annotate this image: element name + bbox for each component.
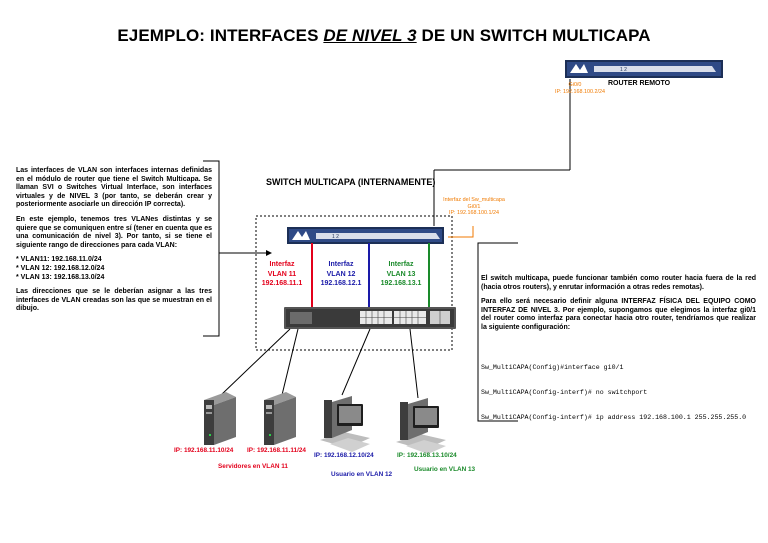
switch-iface-ip: IP: 192.168.100.1/24: [448, 210, 500, 216]
left-list-vlan11: * VLAN11: 192.168.11.0/24: [16, 256, 102, 264]
switch-boundary: [255, 215, 453, 351]
host-ip-1: IP: 192.168.11.10/24: [174, 447, 234, 454]
config-command-3: Sw_MultiCAPA(Config-interf)# ip address …: [481, 414, 747, 422]
pointer-arrow: [266, 250, 272, 256]
host-ip-2: IP: 192.168.11.11/24: [247, 447, 306, 454]
server-icon-2: [264, 392, 296, 445]
switch-iface-line1: Interfaz del Sw_multicapa: [443, 197, 505, 203]
vlan12-iface-l1: Interfaz: [328, 261, 354, 268]
switch-label: SWITCH MULTICAPA (INTERNAMENTE): [266, 177, 436, 187]
workstation-icon-1: [320, 396, 370, 452]
vlan12-iface-label: Interfaz VLAN 12 192.168.12.1: [316, 260, 366, 289]
vlan13-iface-ip: 192.168.13.1: [380, 280, 422, 287]
gi-pointer: [448, 226, 474, 238]
vlan11-iface-l2: VLAN 11: [267, 270, 297, 278]
vlan11-iface-label: Interfaz VLAN 11 192.168.11.1: [257, 260, 307, 289]
server-icon-1: [204, 392, 236, 445]
config-command-1: Sw_MultiCAPA(Config)#interface gi0/1: [481, 363, 624, 371]
router-ip-label: IP: 192.168.100.2/24: [554, 89, 606, 95]
workstation-icon-2: [396, 398, 446, 454]
vlan12-iface-ip: 192.168.12.1: [320, 280, 362, 287]
left-explanation: Las interfaces de VLAN son interfaces in…: [16, 167, 212, 320]
left-list-vlan12: * VLAN 12: 192.168.12.0/24: [16, 264, 105, 272]
router-remoto-icon: 1 2: [565, 60, 723, 78]
svg-text:1 2: 1 2: [620, 67, 627, 73]
left-paragraph-2: En este ejemplo, tenemos tres VLANes dis…: [16, 215, 212, 249]
svg-text:1 2: 1 2: [332, 234, 339, 240]
vlan13-iface-l2: VLAN 13: [386, 270, 416, 278]
vlan13-group-label: Usuario en VLAN 13: [414, 466, 476, 473]
cable-host4: [409, 328, 419, 399]
right-paragraph-2: Para ello será necesario definir alguna …: [481, 298, 756, 331]
switch-iface-line2: Gi0/1: [467, 203, 481, 210]
left-paragraph-3: Las direcciones que se le deberían asign…: [16, 288, 212, 313]
switch-hardware-icon: [284, 307, 456, 329]
host-ip-3: IP: 192.168.12.10/24: [314, 452, 374, 459]
right-text-bracket: [477, 242, 518, 422]
right-explanation: El switch multicapa, puede funcionar tam…: [481, 275, 756, 339]
cable-host2: [281, 328, 299, 396]
left-text-bracket: [203, 160, 220, 337]
host-ip-4: IP: 192.168.13.10/24: [397, 452, 457, 459]
vlan11-iface-ip: 192.168.11.1: [261, 280, 303, 287]
vlan12-iface-l2: VLAN 12: [326, 270, 356, 278]
left-list-vlan13: * VLAN 13: 192.168.13.0/24: [16, 273, 105, 281]
vlan13-iface-l1: Interfaz: [388, 261, 414, 268]
config-command-2: Sw_MultiCAPA(Config-interf)# no switchpo…: [481, 389, 648, 397]
router-port-label: Gi0/0: [568, 82, 582, 88]
right-paragraph-1: El switch multicapa, puede funcionar tam…: [481, 275, 756, 291]
config-commands: Sw_MultiCAPA(Config)#interface gi0/1 Sw_…: [481, 347, 746, 431]
vlan11-iface-l1: Interfaz: [269, 261, 295, 268]
vlan12-group-label: Usuario en VLAN 12: [331, 471, 393, 478]
cable-host1: [220, 328, 291, 396]
servers-group-label: Servidores en VLAN 11: [218, 463, 288, 470]
router-module-icon: 1 2: [287, 227, 444, 244]
switch-iface-label: Interfaz del Sw_multicapa Gi0/1 IP: 192.…: [438, 197, 510, 217]
cable-host3: [341, 328, 371, 396]
left-paragraph-1: Las interfaces de VLAN son interfaces in…: [16, 167, 212, 209]
page-title: EJEMPLO: INTERFACES DE NIVEL 3 DE UN SWI…: [117, 26, 651, 45]
vlan13-iface-label: Interfaz VLAN 13 192.168.13.1: [375, 260, 427, 289]
router-label: ROUTER REMOTO: [608, 80, 671, 87]
